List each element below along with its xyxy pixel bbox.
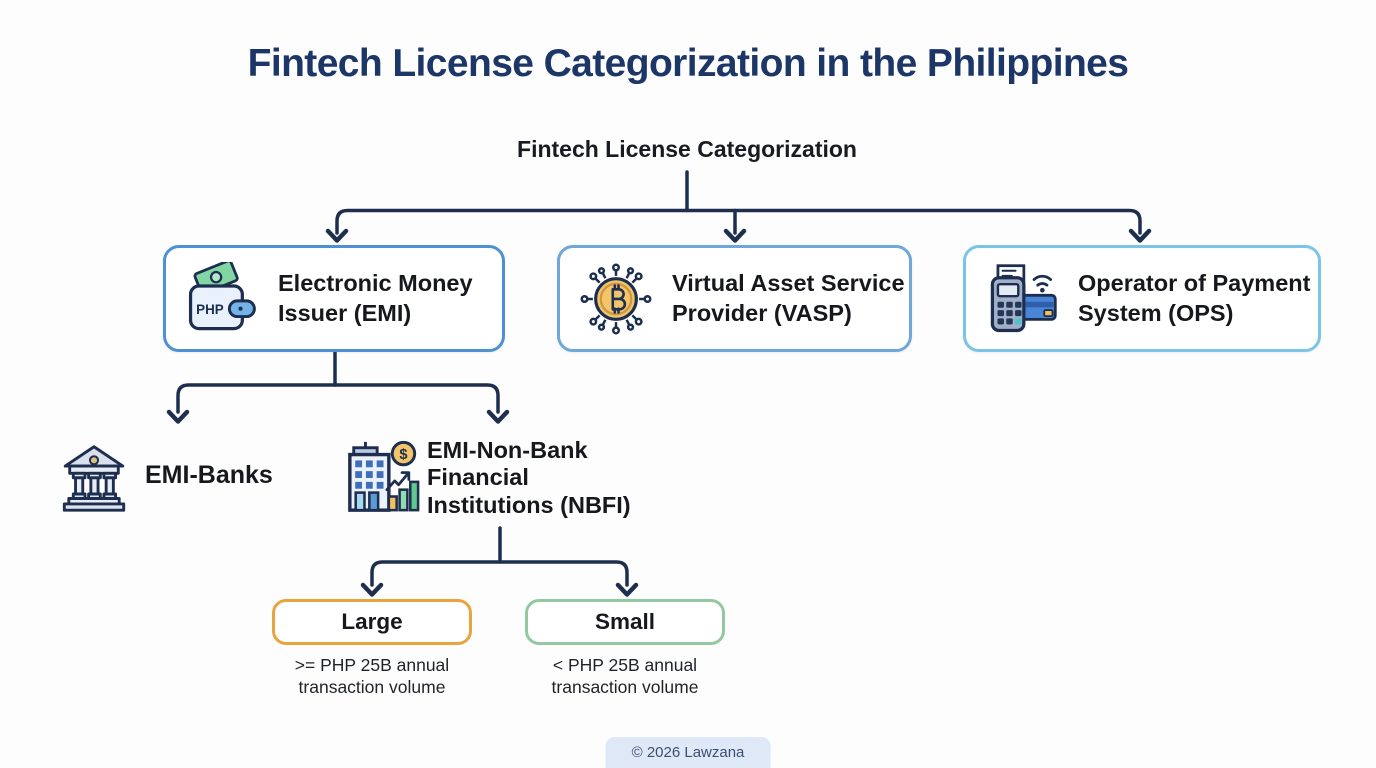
emi-banks-node (58, 438, 130, 514)
svg-text:PHP: PHP (196, 301, 224, 316)
pos-terminal-icon (990, 263, 1057, 332)
emi-nbfi-label: EMI-Non-Bank Financial Institutions (NBF… (427, 437, 631, 518)
page-title: Fintech License Categorization in the Ph… (247, 42, 1129, 85)
bitcoin-network-icon (580, 263, 652, 334)
emi-nbfi-node: $ (344, 437, 422, 517)
tier-box-small: Small (525, 599, 725, 645)
category-label-emi: Electronic Money Issuer (EMI) (278, 270, 473, 326)
svg-text:$: $ (399, 447, 407, 463)
category-label-ops: Operator of Payment System (OPS) (1078, 270, 1311, 326)
tier-box-large: Large (272, 599, 472, 645)
bank-icon (62, 445, 126, 512)
tier-label-large: Large (341, 609, 403, 634)
category-node-vasp: Virtual Asset Service Provider (VASP) (557, 245, 912, 352)
office-building-chart-icon: $ (348, 440, 420, 512)
emi-banks-label: EMI-Banks (145, 461, 273, 489)
category-label-vasp: Virtual Asset Service Provider (VASP) (672, 270, 905, 326)
php-wallet-icon: PHP (188, 261, 256, 330)
tier-description-small: < PHP 25B annual transaction volume (551, 655, 699, 698)
tier-description-large: >= PHP 25B annual transaction volume (294, 655, 450, 698)
footer-credit-badge: © 2026 Lawzana (605, 737, 771, 768)
category-node-ops: Operator of Payment System (OPS) (963, 245, 1321, 352)
tier-label-small: Small (594, 609, 656, 634)
diagram-root-label: Fintech License Categorization (517, 136, 857, 162)
footer-credit-text: © 2026 Lawzana (631, 744, 745, 761)
category-node-emi: PHP Electronic Money Issuer (EMI) (163, 245, 505, 352)
